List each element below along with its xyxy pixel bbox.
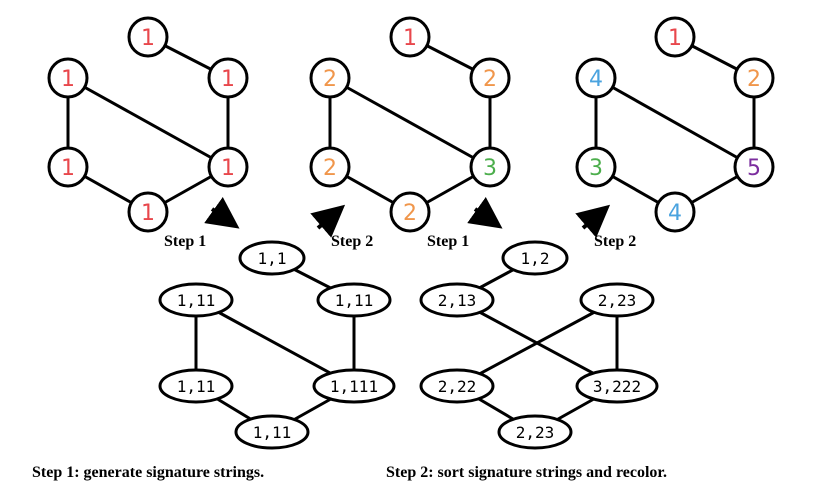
graph-g3: 1 4 2 3 5 4 [575,16,775,233]
step-arrows [204,197,611,238]
arrow-step2-right [575,204,611,238]
graph-node [469,146,511,188]
node-label: 4 [668,201,682,226]
signature-s2: 1,2 2,13 2,23 2,22 3,222 2,23 [419,240,659,450]
node-label: 1 [668,26,682,51]
signature-label: 1,11 [177,377,216,396]
signature-node [234,414,310,450]
signature-label: 2,22 [438,377,477,396]
node-label: 1 [141,201,155,226]
graph-node [469,57,511,99]
step-label: Step 1 [427,233,469,250]
signature-label: 1,2 [521,249,550,268]
signature-node [575,368,659,404]
signature-label: 1,11 [335,291,374,310]
arrow-step2-left [310,204,346,238]
step-label: Step 2 [331,233,373,250]
signature-label: 1,11 [253,423,292,442]
node-label: 1 [141,26,155,51]
node-label: 5 [747,156,761,181]
signature-label: 1,11 [177,291,216,310]
node-label: 4 [589,67,603,92]
graph-node [575,146,617,188]
node-label: 1 [61,67,75,92]
graph-node [127,191,169,233]
graph-node [47,57,89,99]
signature-node [579,282,655,318]
signature-edge [456,298,618,388]
node-label: 2 [483,67,497,92]
signature-node [419,282,495,318]
signature-node [238,240,306,276]
graph-node [309,57,351,99]
caption-step2: Step 2: sort signature strings and recol… [386,464,668,481]
signature-label: 2,23 [516,423,555,442]
node-label: 3 [589,156,603,181]
graph-edge [329,76,491,169]
step-labels: Step 1 Step 2 Step 1 Step 2 [164,233,636,250]
arrow-step1-left [204,197,240,229]
signature-node [312,368,396,404]
node-label: 1 [221,67,235,92]
signature-edge [195,298,355,388]
signature-label: 2,13 [438,291,477,310]
step-label: Step 2 [594,233,636,250]
graph-node [733,57,775,99]
node-label: 2 [323,67,337,92]
node-label: 1 [61,156,75,181]
graph-edge [67,76,229,169]
signature-label: 1,1 [258,249,287,268]
graph-node [309,146,351,188]
node-label: 1 [221,156,235,181]
graph-node [127,16,169,58]
graph-node [654,16,696,58]
signature-node [158,368,234,404]
graph-node [47,146,89,188]
signature-node [419,368,495,404]
signature-node [501,240,569,276]
graph-node [389,191,431,233]
graph-node [389,16,431,58]
arrow-step1-right [467,197,503,229]
graph-node [733,146,775,188]
colored-graphs: 1 1 1 1 1 1 1 2 2 2 3 2 1 4 2 3 5 4 [47,16,775,233]
node-label: 2 [323,156,337,181]
graph-node [575,57,617,99]
node-label: 2 [403,201,417,226]
node-label: 3 [483,156,497,181]
caption-step1: Step 1: generate signature strings. [32,464,265,481]
signature-node [158,282,234,318]
graph-g1: 1 1 1 1 1 1 [47,16,249,233]
signature-label: 2,23 [598,291,637,310]
signature-node [497,414,573,450]
signature-s1: 1,1 1,11 1,11 1,11 1,111 1,11 [158,240,396,450]
graph-g2: 1 2 2 2 3 2 [309,16,511,233]
graph-node [207,146,249,188]
graph-node [207,57,249,99]
graph-edge [595,76,755,169]
signature-node [316,282,392,318]
graph-node [654,191,696,233]
signature-label: 1,111 [330,377,378,396]
step-label: Step 1 [164,233,206,250]
node-label: 1 [403,26,417,51]
signature-label: 3,222 [593,377,641,396]
signature-graphs: 1,1 1,11 1,11 1,11 1,111 1,11 1,2 2,13 2,23 2,22 3… [158,240,659,450]
node-label: 2 [747,67,761,92]
